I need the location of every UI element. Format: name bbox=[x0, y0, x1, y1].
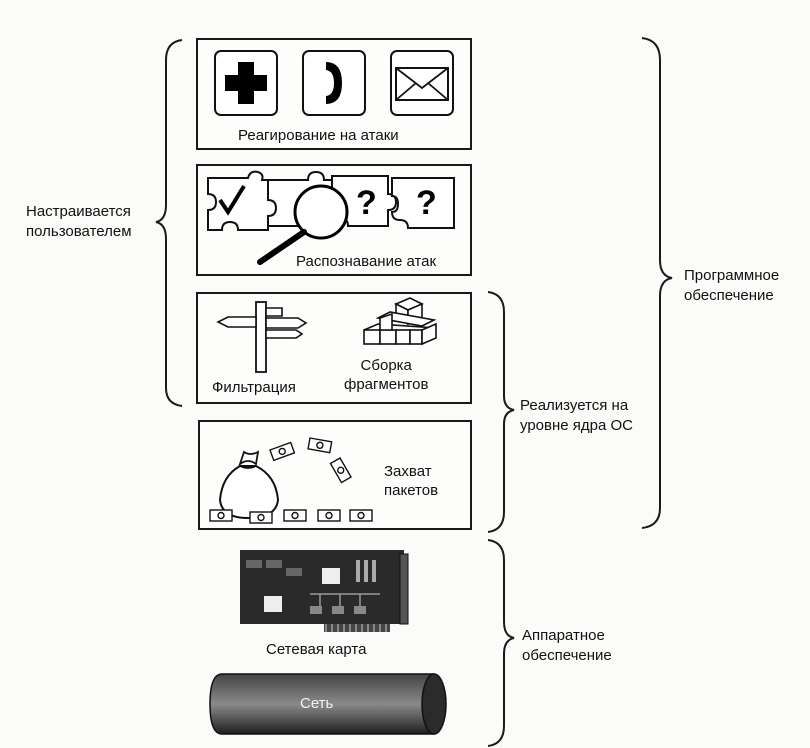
assembly-line1: Сборка bbox=[360, 357, 412, 374]
cubes-icon bbox=[363, 297, 437, 346]
filter-label: Фильтрация bbox=[212, 379, 296, 396]
magnifier-icon bbox=[257, 184, 349, 265]
capture-label: Захват пакетов bbox=[384, 462, 438, 500]
network-cylinder-icon bbox=[208, 670, 452, 738]
hardware-label: Аппаратное обеспечение bbox=[522, 626, 612, 666]
capture-line2: пакетов bbox=[384, 482, 439, 499]
attack-response-box: Реагирование на атаки bbox=[196, 38, 472, 150]
user-configured-line2: пользователем bbox=[26, 223, 132, 240]
network-label: Сеть bbox=[300, 695, 334, 712]
kernel-line2: уровне ядра ОС bbox=[520, 417, 634, 434]
user-configured-bracket bbox=[155, 39, 183, 407]
hardware-line2: обеспечение bbox=[522, 647, 612, 664]
software-line2: обеспечение bbox=[684, 287, 774, 304]
software-line1: Программное bbox=[684, 267, 780, 284]
software-label: Программное обеспечение bbox=[684, 266, 779, 306]
banknote-icon bbox=[209, 437, 373, 524]
packet-capture-box: Захват пакетов bbox=[198, 420, 472, 530]
recognition-art: ? ? bbox=[207, 170, 455, 265]
kernel-bracket bbox=[487, 291, 515, 533]
network-card-label: Сетевая карта bbox=[266, 641, 367, 658]
first-aid-cross-icon bbox=[214, 50, 278, 116]
software-bracket bbox=[641, 37, 673, 529]
user-configured-line1: Настраивается bbox=[26, 203, 131, 220]
network-card-icon bbox=[240, 550, 410, 636]
money-bag-icon bbox=[218, 450, 280, 520]
filtering-box: Фильтрация Сборка фрагментов bbox=[196, 292, 472, 404]
telephone-icon bbox=[302, 50, 366, 116]
attack-response-label: Реагирование на атаки bbox=[238, 127, 399, 144]
envelope-icon bbox=[390, 50, 454, 116]
capture-line1: Захват bbox=[384, 463, 432, 480]
assembly-line2: фрагментов bbox=[344, 376, 429, 393]
assembly-label: Сборка фрагментов bbox=[344, 356, 428, 394]
puzzle-question-icon: ? bbox=[390, 177, 455, 229]
svg-text:?: ? bbox=[356, 184, 377, 222]
filtering-art bbox=[216, 297, 437, 373]
svg-text:?: ? bbox=[416, 184, 437, 222]
capture-art bbox=[209, 437, 373, 524]
kernel-label: Реализуется на уровне ядра ОС bbox=[520, 396, 633, 436]
attack-recognition-label: Распознавание атак bbox=[296, 253, 437, 270]
kernel-line1: Реализуется на bbox=[520, 397, 629, 414]
signpost-icon bbox=[216, 301, 308, 373]
user-configured-label: Настраивается пользователем bbox=[26, 202, 132, 242]
hardware-line1: Аппаратное bbox=[522, 627, 605, 644]
attack-recognition-box: ? ? Распознавание атак bbox=[196, 164, 472, 276]
puzzle-check-icon bbox=[207, 170, 278, 231]
hardware-bracket bbox=[487, 539, 515, 747]
